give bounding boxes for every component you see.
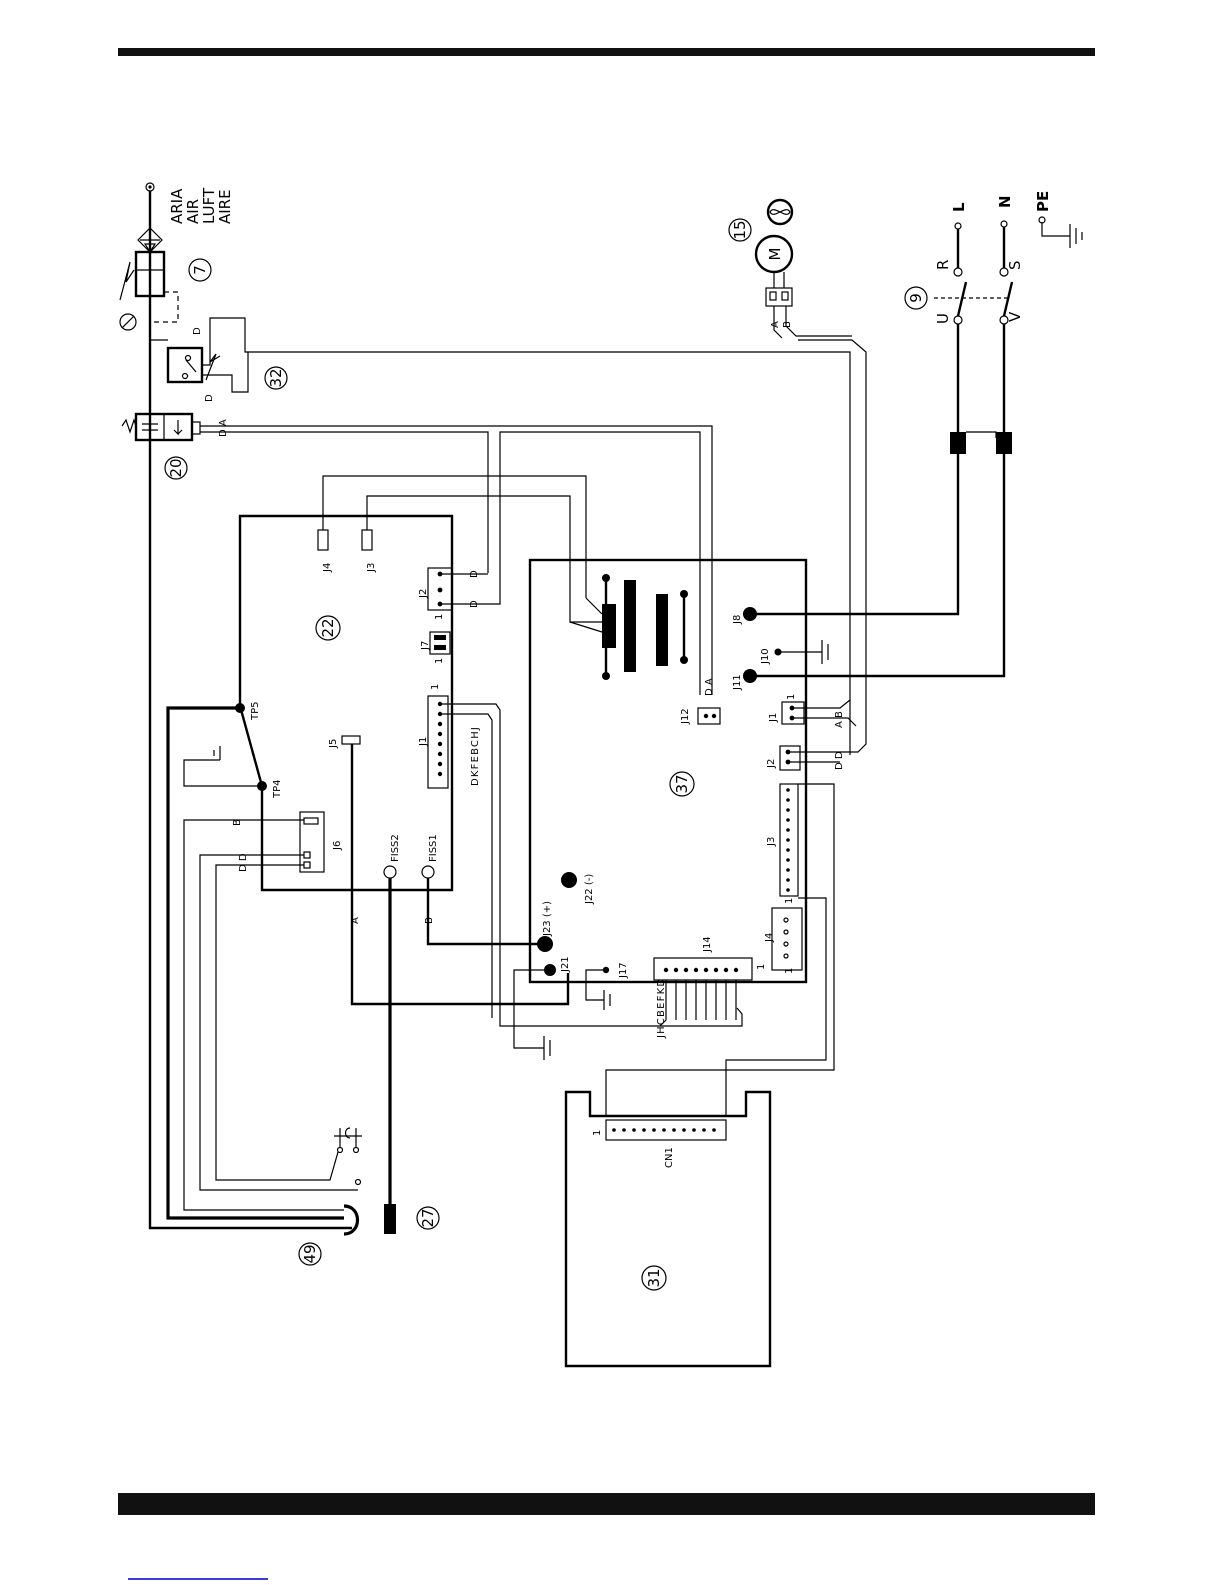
motor-m: M [766, 248, 784, 261]
mains-pe: PE [1034, 191, 1052, 212]
b22-j1-pin1: 1 [430, 684, 441, 690]
b37-j17: J17 [618, 962, 629, 979]
board-22: 22 J4 J3 J2 1 D D J7 1 [168, 432, 742, 1218]
fiss2-wire-a: A [350, 917, 361, 924]
b37-j23: J23 (+) [542, 901, 553, 937]
b22-j6-wire-dd: D D [238, 853, 249, 872]
ps-wire-d-bottom: D [204, 394, 215, 402]
b22-j1-pin-letters: DKFEBCHJ [470, 726, 481, 786]
b37-j22: J22 (-) [584, 874, 595, 905]
mains-n: N [996, 195, 1014, 208]
mains-l: L [950, 202, 968, 212]
motor: M A B 15 [729, 200, 852, 338]
cn1-pin1: 1 [592, 1130, 603, 1136]
b22-tp4: TP4 [272, 779, 283, 799]
ref-20: 20 [167, 458, 185, 477]
b22-j7-pin1: 1 [434, 658, 445, 664]
b37-j1-wires: A B [834, 711, 845, 728]
b22-j5: J5 [328, 739, 339, 749]
b22-j6: J6 [332, 841, 343, 851]
b37-j14-pin1: 1 [756, 964, 767, 970]
valve-wire-da: D A [218, 419, 229, 437]
cn1-label: CN1 [664, 1147, 675, 1168]
ref-22: 22 [319, 618, 337, 637]
mains-v: V [1006, 311, 1024, 322]
mains-switch: L N PE R S U V 9 [750, 191, 1082, 676]
b22-j2: J2 [418, 589, 429, 599]
mains-s: S [1006, 260, 1024, 270]
b37-j11: J11 [732, 674, 743, 691]
b22-j2-pin1: 1 [434, 614, 445, 620]
solenoid-valve: D A 20 [122, 414, 712, 695]
b22-fiss2: FISS2 [390, 834, 401, 862]
flame-sensor-switch [334, 1128, 362, 1185]
ref-31: 31 [645, 1268, 663, 1287]
display-panel-31: CN1 1 31 [566, 1092, 770, 1366]
b37-j14: J14 [702, 936, 713, 953]
b37-j21: J21 [560, 956, 571, 973]
ionization-probe: 27 [384, 1204, 439, 1234]
b22-j1: J1 [418, 737, 429, 747]
b37-j8: J8 [732, 615, 743, 625]
b22-j6-wire-b: B [232, 819, 243, 826]
b22-j4: J4 [322, 563, 333, 573]
ignition-electrode: 49 [299, 1206, 358, 1265]
ref-27: 27 [419, 1208, 437, 1227]
b37-j12: J12 [680, 708, 691, 725]
b37-j4-pin1: 1 [784, 898, 795, 904]
ref-9: 9 [907, 293, 925, 303]
b22-tp5: TP5 [250, 701, 261, 721]
ref-32: 32 [267, 368, 285, 387]
b22-fiss1: FISS1 [428, 834, 439, 862]
b37-j4-pin1-b: 1 [784, 968, 795, 974]
b37-j1: J1 [768, 713, 779, 723]
ref-49: 49 [301, 1244, 319, 1263]
ref-37: 37 [673, 774, 691, 793]
ps-wire-d-top: D [192, 327, 203, 335]
b22-j3: J3 [366, 563, 377, 573]
b37-j2: J2 [766, 759, 777, 769]
b37-j1-pin1: 1 [786, 694, 797, 700]
ref-7: 7 [191, 265, 209, 275]
b37-j10: J10 [760, 648, 771, 665]
b37-j14-pin-letters: JHCBEFKD [656, 978, 667, 1039]
b22-j7: J7 [420, 641, 431, 651]
pressure-regulator: 7 [120, 244, 211, 330]
air-legend: ARIA AIR LUFT AIRE [168, 187, 234, 224]
b37-j3: J3 [766, 837, 777, 847]
b22-j2-wire-d2: D [469, 600, 480, 608]
motor-wire-a: A [770, 321, 781, 328]
mains-r: R [934, 260, 952, 270]
motor-wire-b: B [782, 321, 793, 328]
b37-j12-wires: D A [704, 678, 715, 696]
b37-j4: J4 [764, 933, 775, 943]
ref-15: 15 [731, 220, 749, 239]
fiss1-wire-b: B [424, 917, 435, 924]
b22-j2-wire-d1: D [469, 570, 480, 578]
b37-j2-wires: D D [834, 751, 845, 770]
mains-u: U [934, 313, 952, 324]
legend-aire: AIRE [216, 189, 234, 224]
